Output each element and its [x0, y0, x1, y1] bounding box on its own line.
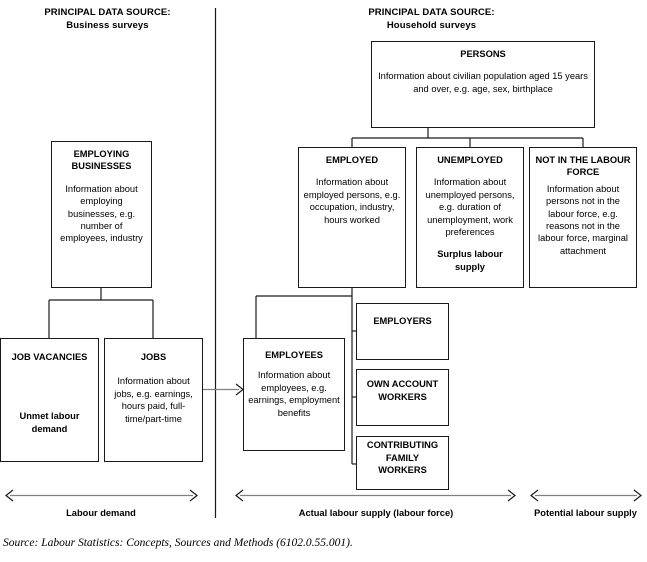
box-employers-title: EMPLOYERS — [373, 316, 432, 327]
axis-label-labour-demand: Labour demand — [66, 508, 136, 518]
box-not-in-labour-force-desc: Information about persons not in the lab… — [538, 183, 628, 256]
axis-label-potential-labour-supply: Potential labour supply — [534, 508, 637, 518]
box-unemployed-desc: Information about unemployed persons, e.… — [425, 177, 515, 238]
box-unemployed[interactable]: UNEMPLOYED Information about unemployed … — [416, 147, 524, 288]
box-contributing-family-workers-title: CONTRIBUTING FAMILY WORKERS — [366, 440, 439, 476]
box-persons-desc: Information about civilian population ag… — [378, 71, 588, 94]
box-employees[interactable]: EMPLOYEES Information about employees, e… — [243, 338, 345, 451]
box-employees-title: EMPLOYEES — [265, 350, 323, 360]
header-right-line2: Household surveys — [386, 20, 477, 31]
header-left-line1: PRINCIPAL DATA SOURCE: — [44, 7, 171, 18]
header-left-line2: Business surveys — [66, 20, 149, 31]
box-employing-businesses-title: EMPLOYING BUSINESSES — [71, 149, 132, 172]
box-employees-desc: Information about employees, e.g. earnin… — [248, 370, 340, 418]
box-jobs-desc: Information about jobs, e.g. earnings, h… — [114, 376, 193, 424]
axis-label-actual-labour-supply: Actual labour supply (labour force) — [298, 508, 454, 518]
box-jobs-title: JOBS — [140, 352, 167, 362]
box-job-vacancies-extra: Unmet labour demand — [19, 411, 80, 434]
box-employing-businesses[interactable]: EMPLOYING BUSINESSES Information about e… — [51, 141, 152, 288]
box-own-account-workers[interactable]: OWN ACCOUNT WORKERS — [356, 369, 449, 426]
header-right: PRINCIPAL DATA SOURCE: Household surveys — [216, 6, 647, 32]
box-own-account-workers-title: OWN ACCOUNT WORKERS — [366, 379, 439, 402]
box-job-vacancies-title: JOB VACANCIES — [11, 352, 88, 362]
source-note: Source: Labour Statistics: Concepts, Sou… — [3, 537, 353, 549]
box-unemployed-title: UNEMPLOYED — [437, 155, 503, 165]
box-persons-title: PERSONS — [460, 49, 506, 59]
box-not-in-labour-force-title: NOT IN THE LABOUR FORCE — [535, 155, 631, 178]
header-right-line1: PRINCIPAL DATA SOURCE: — [368, 7, 495, 18]
box-unemployed-extra: Surplus labour supply — [437, 249, 503, 272]
box-job-vacancies[interactable]: JOB VACANCIES Unmet labour demand — [0, 338, 99, 462]
box-jobs[interactable]: JOBS Information about jobs, e.g. earnin… — [104, 338, 203, 462]
box-employers[interactable]: EMPLOYERS — [356, 303, 449, 360]
box-employing-businesses-desc: Information about employing businesses, … — [60, 183, 143, 244]
header-left: PRINCIPAL DATA SOURCE: Business surveys — [0, 6, 215, 32]
box-not-in-labour-force[interactable]: NOT IN THE LABOUR FORCE Information abou… — [529, 147, 637, 288]
box-employed-desc: Information about employed persons, e.g.… — [303, 177, 401, 225]
box-persons[interactable]: PERSONS Information about civilian popul… — [371, 41, 595, 128]
box-contributing-family-workers[interactable]: CONTRIBUTING FAMILY WORKERS — [356, 436, 449, 490]
box-employed[interactable]: EMPLOYED Information about employed pers… — [298, 147, 406, 288]
box-employed-title: EMPLOYED — [325, 155, 379, 165]
